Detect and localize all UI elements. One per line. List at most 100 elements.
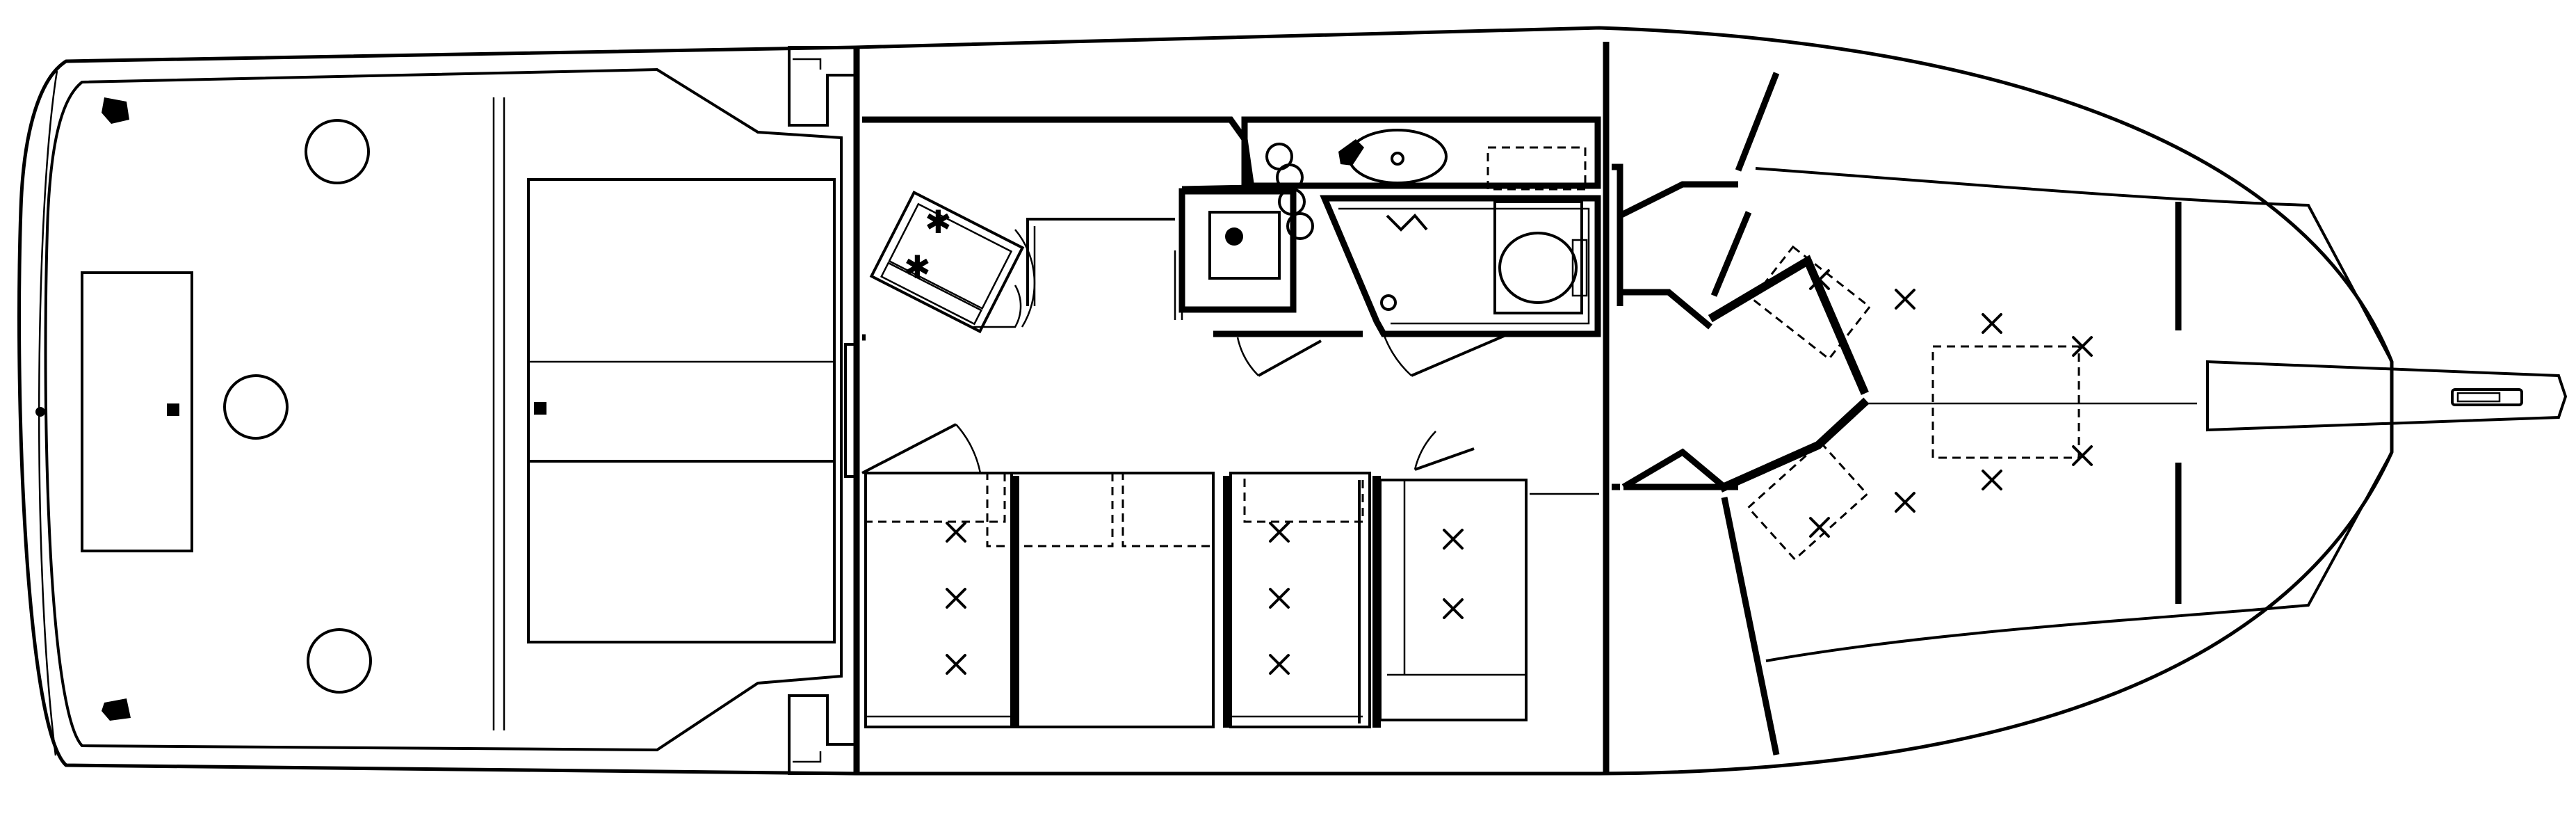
head-wall xyxy=(1320,195,1601,337)
vanity-counter xyxy=(1241,116,1601,189)
vberth-frame-lower xyxy=(1719,397,1870,493)
closet-door-1 xyxy=(1618,181,1738,219)
galley-sink-frame xyxy=(1178,188,1297,313)
door-swing-galley xyxy=(973,285,1022,328)
x-marks-stateroom xyxy=(1809,269,2093,538)
hull-outline xyxy=(17,26,2394,776)
stove xyxy=(869,191,1025,334)
head xyxy=(1213,116,1601,377)
fastener-x-mark xyxy=(1443,529,1464,550)
vberth-wall-lower xyxy=(1721,497,1780,755)
stove-body xyxy=(869,191,1025,334)
salon xyxy=(861,423,1528,728)
fastener-x-mark xyxy=(1982,470,2002,490)
engine-hatch-starboard xyxy=(527,460,836,643)
galley-door xyxy=(1258,339,1322,377)
vberth-seat-top xyxy=(1710,211,1752,297)
galley-sink-basin xyxy=(1208,211,1281,280)
stove-burner-1: ✱ xyxy=(925,203,952,241)
vberth-wall-upper xyxy=(1735,72,1780,172)
fastener-x-mark xyxy=(946,654,966,675)
fastener-x-mark xyxy=(1269,588,1290,609)
transom-line xyxy=(38,70,58,756)
step-starboard-inner xyxy=(793,751,822,763)
fastener-x-mark xyxy=(1443,598,1464,619)
bulkhead-return-top xyxy=(1612,163,1623,306)
dashed-overhead-2 xyxy=(986,472,1114,547)
fastener-x-mark xyxy=(1809,517,1830,538)
fastener-x-mark xyxy=(1269,654,1290,675)
fastener-x-mark xyxy=(1809,269,1830,290)
head-door xyxy=(1411,333,1509,377)
anchor-roller-inner xyxy=(2456,392,2501,403)
settee-far xyxy=(1379,479,1528,721)
x-marks-salon xyxy=(946,522,1464,675)
salon-door-left-swing xyxy=(955,424,982,474)
dashed-overhead-4 xyxy=(1243,472,1364,523)
engine-hatch-port xyxy=(527,178,836,463)
deck-fitting-1 xyxy=(35,407,45,417)
shower-curtain xyxy=(1386,214,1428,232)
fastener-x-mark xyxy=(1269,522,1290,543)
galley-shelf xyxy=(1026,218,1175,306)
deck-fitting-2 xyxy=(167,403,179,416)
closet-door-3 xyxy=(1621,448,1726,490)
settee-right xyxy=(1229,472,1371,728)
forward-bulkhead xyxy=(1530,42,1623,774)
cleat-port-aft xyxy=(102,97,129,124)
head-sink-drain xyxy=(1391,152,1404,166)
salon-door-left xyxy=(861,423,957,474)
rod-holder-port xyxy=(305,119,370,184)
pulpit-platform xyxy=(2206,360,2568,432)
fastener-x-mark xyxy=(1895,492,1915,513)
gunwale-inner xyxy=(44,67,843,752)
ring-4 xyxy=(1286,212,1314,240)
step-port-inner xyxy=(793,58,822,70)
dashed-overhead-3 xyxy=(1121,472,1215,547)
faucet xyxy=(1338,139,1364,166)
shower-drain xyxy=(1380,294,1397,311)
head-wall-inner xyxy=(1338,207,1590,325)
toilet-base xyxy=(1571,239,1588,297)
fastener-x-mark xyxy=(1982,313,2002,334)
cockpit xyxy=(35,46,857,775)
fastener-x-mark xyxy=(946,588,966,609)
forward-stateroom xyxy=(1618,72,2393,755)
galley-sink-drain xyxy=(1225,227,1243,246)
toilet-bowl xyxy=(1498,232,1578,304)
hatch-starboard xyxy=(1747,440,1869,561)
settee-mid xyxy=(1010,472,1215,728)
cleat-starboard-aft xyxy=(102,698,131,721)
dashed-overhead-1 xyxy=(864,472,1006,523)
stove-controls xyxy=(880,262,983,326)
stove-top xyxy=(888,202,1013,310)
salon-door-right xyxy=(1414,447,1475,471)
toilet-tank xyxy=(1493,200,1583,314)
galley-counter xyxy=(862,116,1256,193)
fish-box-hatch xyxy=(81,271,193,552)
anchor-roller xyxy=(2451,388,2523,406)
rod-holder-center xyxy=(223,374,289,440)
galley-door-swing xyxy=(1236,337,1259,376)
fastener-x-mark xyxy=(2072,336,2093,357)
closet-door-2 xyxy=(1620,289,1712,330)
settee-port xyxy=(864,472,1013,728)
fastener-x-mark xyxy=(2072,445,2093,466)
head-door-swing xyxy=(1382,333,1412,376)
salon-bulkhead xyxy=(844,47,860,774)
hatch-port xyxy=(1751,245,1872,361)
bow-pulpit xyxy=(2206,360,2568,432)
hull-outer xyxy=(17,26,2394,776)
hatch-forward xyxy=(1931,345,2080,459)
stove-burner-2: ✱ xyxy=(904,248,931,286)
vberth-mattress xyxy=(1755,167,2393,662)
head-cabinet xyxy=(1487,146,1587,191)
ring-3 xyxy=(1278,188,1306,216)
salon-door-right-swing xyxy=(1413,431,1436,470)
vberth-frame-upper xyxy=(1708,255,1869,395)
door-swing-shelf xyxy=(1014,229,1036,328)
rod-holder-starboard xyxy=(307,628,372,694)
fastener-x-mark xyxy=(946,522,966,543)
